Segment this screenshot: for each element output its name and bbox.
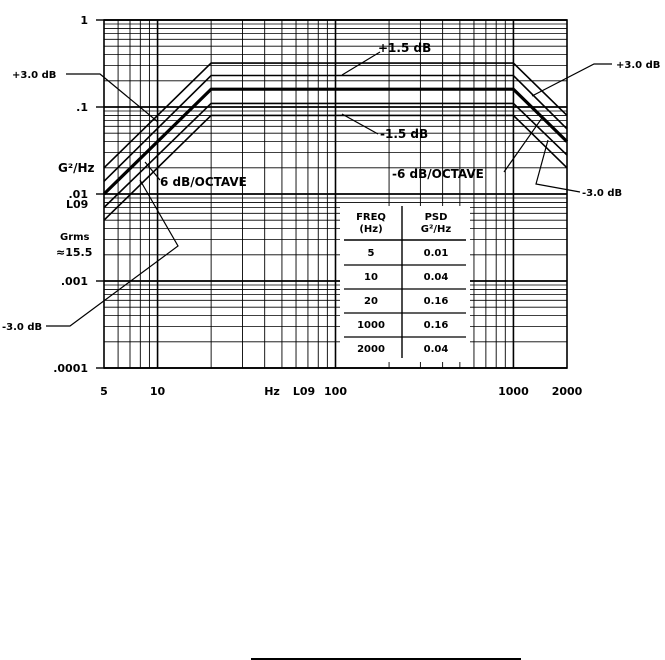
table-cell: 2000 [357,344,385,355]
table-cell: 10 [364,272,378,283]
y-extra-label: L09 [66,198,88,211]
series-line [102,87,569,196]
y-tick-label: 1 [80,14,88,27]
annotation-plus15: +1.5 dB [378,41,431,55]
table-cell: 0.16 [424,320,449,331]
leader-line [66,73,159,123]
table-cell: 0.01 [424,248,449,259]
y-tick-label: .1 [76,101,88,114]
y-axis-label: G²/Hz [58,161,95,175]
annotation-minus15: -1.5 dB [380,127,428,141]
annotation-slope-left: 6 dB/OCTAVE [160,175,247,189]
leader-line [535,139,581,193]
y-tick-label: .001 [61,275,88,288]
table-cell: 0.04 [424,272,449,283]
leader-line [503,117,543,173]
x-tick-label: 10 [150,385,166,398]
table-cell: 1000 [357,320,385,331]
grms-value: ≈15.5 [56,246,92,259]
leader-line [531,63,612,97]
grms-label: Grms [60,232,90,243]
table-cell: 0.16 [424,296,449,307]
y-tick-label: .01 [69,188,89,201]
footer-rule [251,658,521,660]
x-tick-label: 2000 [552,385,583,398]
leader-line [341,113,379,135]
series-line [103,114,568,221]
x-tick-label: 1000 [498,385,529,398]
leader-line [144,161,161,181]
annotation-minus3-right: -3.0 dB [582,188,622,199]
annotation-plus3-left: +3.0 dB [12,70,56,81]
leader-line [341,51,381,76]
x-tick-label: 5 [100,385,108,398]
leader-line [46,179,179,327]
table-bg [340,206,470,362]
table-cell: 20 [364,296,378,307]
grid-group [103,20,568,369]
x-tick-label: Hz [264,385,280,398]
x-tick-label: 100 [324,385,347,398]
annotation-slope-right: -6 dB/OCTAVE [392,167,484,181]
table-header: FREQ [356,212,386,223]
x-tick-label: L09 [293,385,315,398]
annotation-minus3-left: -3.0 dB [2,322,42,333]
table-header: G²/Hz [421,224,452,235]
table-cell: 0.04 [424,344,449,355]
series-line [103,102,568,209]
table-header: (Hz) [359,224,382,235]
table-header: PSD [425,212,448,223]
annotation-plus3-right: +3.0 dB [616,60,660,71]
table-cell: 5 [368,248,375,259]
series-line [103,74,568,182]
y-tick-label: .0001 [53,362,88,375]
